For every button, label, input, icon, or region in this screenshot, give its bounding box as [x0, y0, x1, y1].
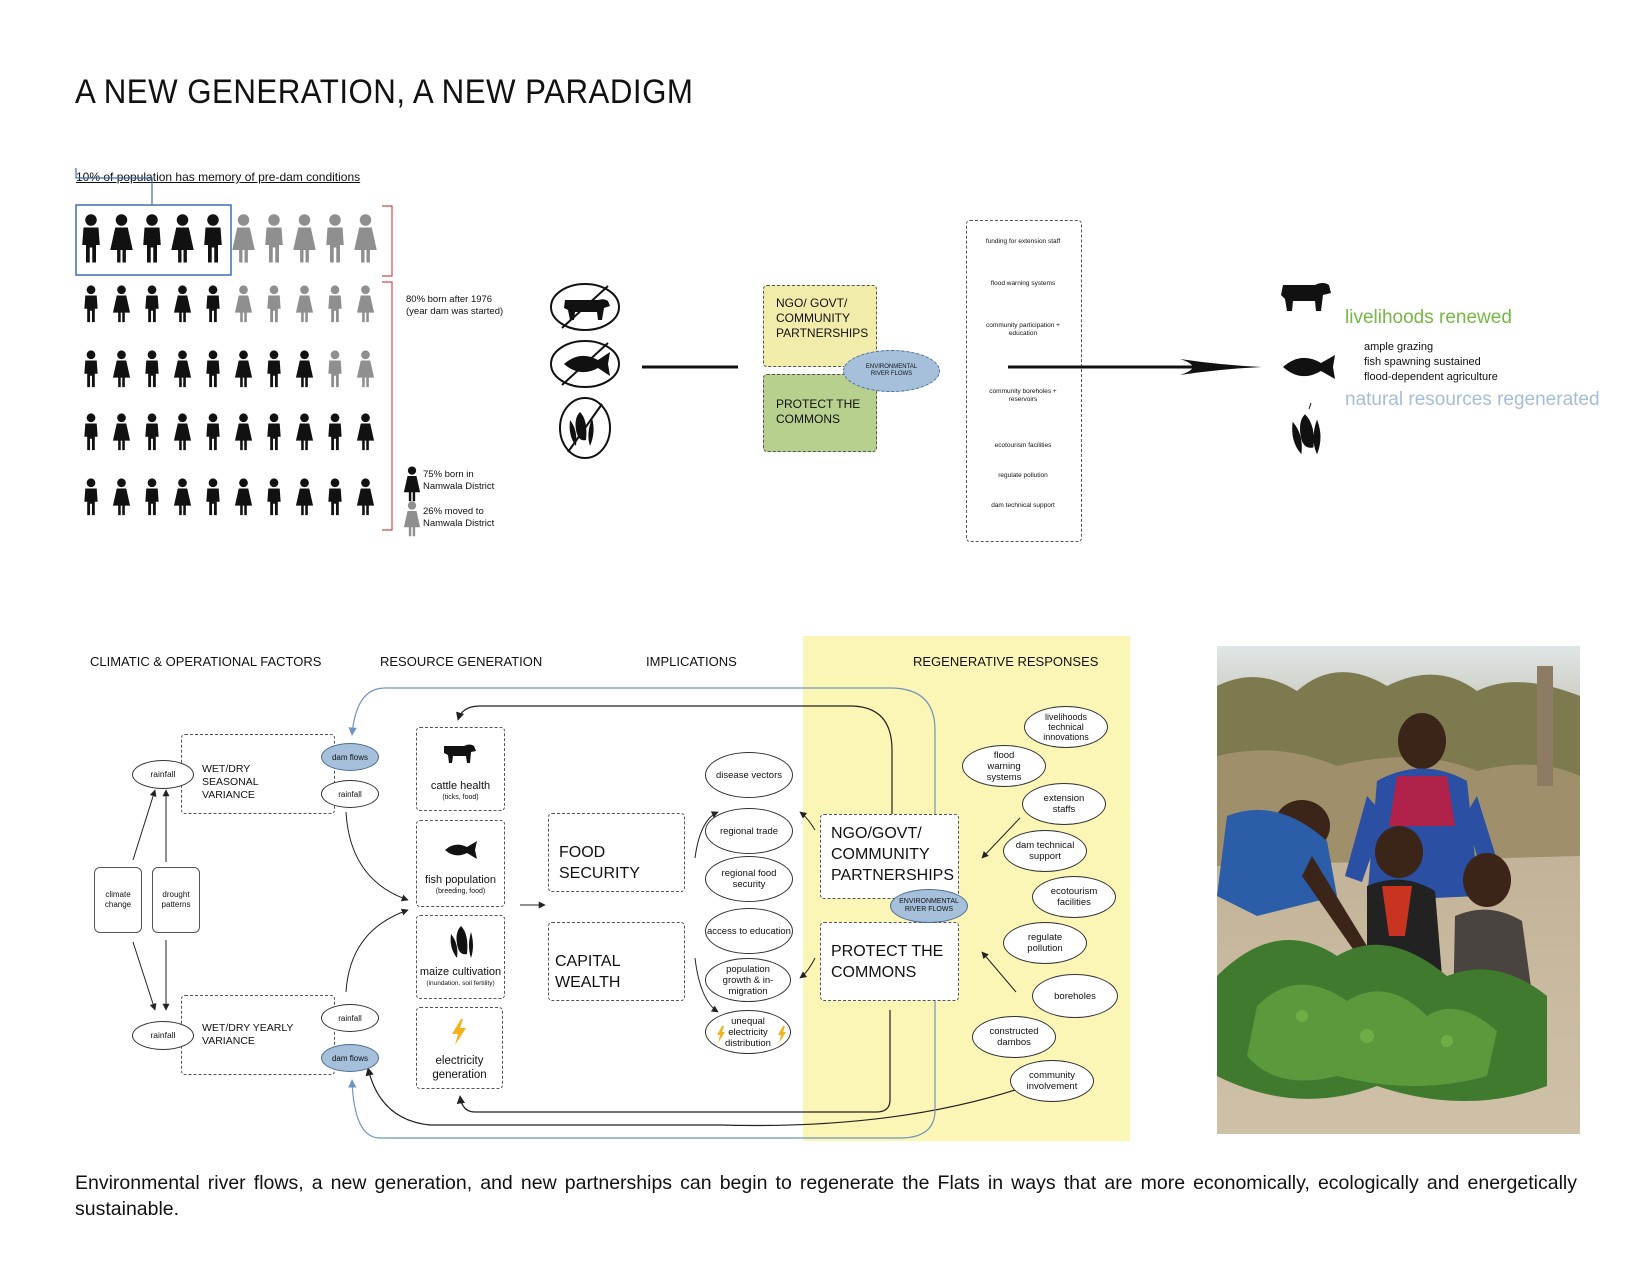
- actions-list: funding for extension staff flood warning…: [966, 220, 1080, 540]
- dam-flows-oval-seasonal: dam flows: [321, 743, 379, 771]
- header-responses: REGENERATIVE RESPONSES: [913, 654, 1099, 669]
- response-dam-technical: dam technical support: [1003, 830, 1087, 872]
- electricity-box: electricity generation: [416, 1007, 503, 1089]
- renewed-resources-icons: [1281, 283, 1335, 455]
- yearly-variance-box: WET/DRY YEARLY VARIANCE: [181, 995, 335, 1075]
- action-item: community boreholes + reservoirs: [989, 388, 1057, 403]
- lightning-icons-small: [717, 1026, 786, 1043]
- fish-icon: [445, 841, 477, 859]
- response-flood-warning: flood warning systems: [962, 745, 1046, 787]
- memory-connector: [75, 168, 153, 205]
- response-constructed-dambos: constructed dambos: [972, 1016, 1056, 1058]
- partnerships-response-box: NGO/GOVT/ COMMUNITY PARTNERSHIPS: [820, 814, 959, 899]
- commons-box: PROTECT THE COMMONS: [763, 374, 877, 452]
- lost-resources-icons: [550, 283, 620, 459]
- response-boreholes: boreholes: [1032, 974, 1118, 1018]
- action-item: community participation + education: [986, 322, 1060, 337]
- caption: Environmental river flows, a new generat…: [75, 1172, 1577, 1220]
- implication-population-growth: population growth & in-migration: [705, 958, 791, 1002]
- implication-access-education: access to education: [705, 908, 793, 954]
- header-climatic: CLIMATIC & OPERATIONAL FACTORS: [90, 654, 322, 669]
- seasonal-variance-box: WET/DRY SEASONAL VARIANCE: [181, 734, 335, 814]
- memory-note: 10% of population has memory of pre-dam …: [76, 170, 361, 184]
- population-figure: [75, 168, 421, 537]
- cattle-health-box: cattle health (ticks, food): [416, 727, 505, 811]
- connector-line: [642, 365, 738, 369]
- rainfall-oval-yearly: rainfall: [132, 1021, 194, 1050]
- actions-box: [966, 220, 1082, 542]
- red-bracket-top: [382, 205, 393, 277]
- capital-wealth-box: CAPITAL WEALTH: [548, 922, 685, 1001]
- implication-disease-vectors: disease vectors: [705, 752, 793, 798]
- response-extension-staffs: extension staffs: [1022, 783, 1106, 825]
- red-bracket-bottom: [382, 281, 393, 531]
- rainfall-oval-seasonal: rainfall: [132, 760, 194, 789]
- cow-icon: [1281, 283, 1331, 311]
- crossed-cow-icon: [550, 283, 620, 331]
- response-regulate-pollution: regulate pollution: [1003, 922, 1087, 964]
- protect-commons-box: PROTECT THE COMMONS: [820, 922, 959, 1001]
- outcome-item: fish spawning sustained: [1364, 356, 1481, 368]
- partnerships-box: NGO/ GOVT/ COMMUNITY PARTNERSHIPS: [763, 285, 877, 367]
- born-after-note: 80% born after 1976 (year dam was starte…: [406, 294, 504, 317]
- response-ecotourism: ecotourism facilities: [1032, 876, 1116, 918]
- resources-regenerated: natural resources regenerated: [1345, 389, 1600, 410]
- implication-regional-food-security: regional food security: [705, 856, 793, 902]
- env-flows-oval: ENVIRONMENTAL RIVER FLOWS: [843, 350, 940, 392]
- outcome-arrow: [1008, 359, 1262, 375]
- response-livelihoods: livelihoods technical innovations: [1024, 706, 1108, 748]
- livelihoods-renewed: livelihoods renewed: [1345, 307, 1512, 328]
- rainfall-oval-yearly-2: rainfall: [321, 1004, 379, 1032]
- rainfall-oval-seasonal-2: rainfall: [321, 780, 379, 808]
- maize-icon: [450, 926, 473, 958]
- outcome-item: ample grazing: [1364, 341, 1434, 353]
- page-title: A NEW GENERATION, A NEW PARADIGM: [75, 73, 694, 111]
- born-namwala-note: 75% born in Namwala District: [423, 469, 495, 492]
- action-item: funding for extension staff: [985, 238, 1061, 245]
- maize-icon: [1292, 402, 1321, 455]
- dam-flows-oval-yearly: dam flows: [321, 1044, 379, 1072]
- maize-cultivation-box: maize cultivation (inundation, soil fert…: [416, 915, 505, 999]
- crossed-maize-icon: [559, 397, 611, 459]
- climate-change-box: climate change: [94, 867, 142, 933]
- cow-icon: [444, 744, 476, 763]
- response-community-involvement: community involvement: [1010, 1060, 1094, 1102]
- crossed-fish-icon: [550, 340, 620, 388]
- lightning-icon: [452, 1019, 466, 1045]
- drought-patterns-box: drought patterns: [152, 867, 200, 933]
- outcomes-list: ample grazing fish spawning sustained floo…: [1364, 340, 1498, 385]
- action-item: ecotourism facilities: [994, 442, 1052, 449]
- action-item: flood warning systems: [990, 280, 1056, 287]
- food-security-box: FOOD SECURITY: [548, 813, 685, 892]
- moved-note: 26% moved to Namwala District: [423, 506, 495, 529]
- fish-icon: [1283, 355, 1335, 379]
- header-implications: IMPLICATIONS: [646, 654, 737, 669]
- children-garden-photo: [1217, 646, 1580, 1134]
- outcome-item: flood-dependent agriculture: [1364, 371, 1498, 383]
- fish-population-box: fish population (breeding, food): [416, 820, 505, 907]
- action-item: dam technical support: [991, 502, 1055, 509]
- action-item: regulate pollution: [998, 472, 1048, 479]
- implication-regional-trade: regional trade: [705, 808, 793, 854]
- env-flows-response-oval: ENVIRONMENTAL RIVER FLOWS: [890, 889, 968, 923]
- header-resource: RESOURCE GENERATION: [380, 654, 543, 669]
- memory-highlight-box: [75, 204, 232, 276]
